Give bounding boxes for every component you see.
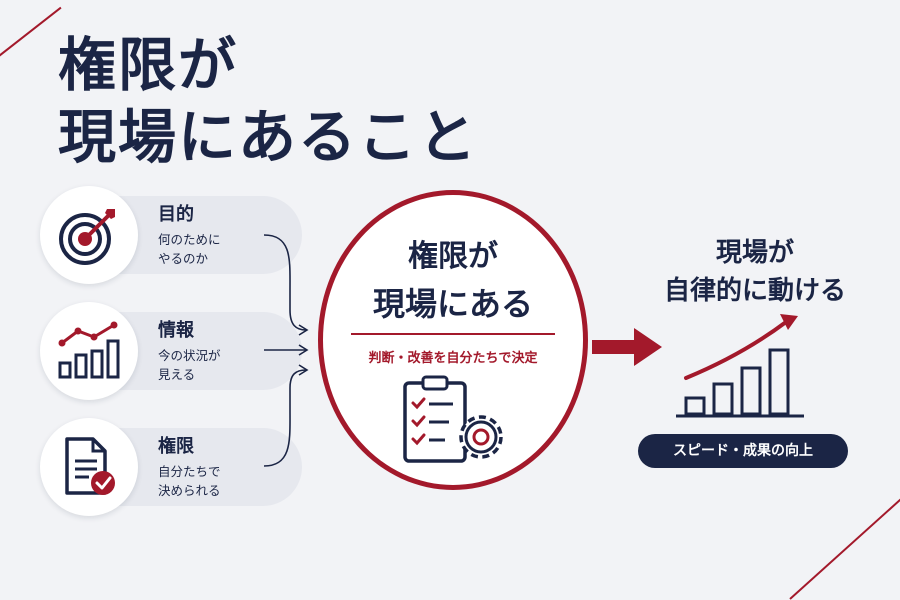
item-description-line1: 何のために (158, 232, 221, 247)
item-icon-circle (40, 302, 138, 400)
connector-arrow-authority (263, 369, 307, 467)
result-arrow-shaft (592, 340, 636, 354)
item-description: 今の状況が 見える (158, 346, 268, 384)
item-description-line1: 今の状況が (158, 348, 221, 363)
center-title-line2: 現場にある (372, 285, 533, 323)
item-icon-circle (40, 186, 138, 284)
item-description: 何のために やるのか (158, 230, 268, 268)
center-title-line1: 権限が (408, 239, 498, 274)
result-title-line2: 自律的に動ける (663, 276, 846, 306)
connector-arrow-purpose (263, 234, 307, 331)
document-check-icon (65, 437, 115, 495)
page-title-line1: 権限が (58, 31, 239, 99)
item-description-line2: 見える (158, 367, 196, 382)
item-title: 情報 (158, 320, 194, 341)
arrowhead-purpose (298, 324, 309, 336)
clipboard-gear-icon (403, 375, 503, 463)
input-item-information: 情報 今の状況が 見える (40, 302, 302, 400)
input-item-authority: 権限 自分たちで 決められる (40, 418, 302, 516)
item-description: 自分たちで 決められる (158, 462, 268, 500)
page-title-line2: 現場にあること (58, 103, 479, 171)
arrowhead-authority (298, 364, 309, 376)
item-title: 権限 (158, 436, 194, 457)
item-description-line1: 自分たちで (158, 464, 221, 479)
bar-line-chart-icon (58, 321, 120, 379)
rising-bar-chart-icon (676, 314, 804, 418)
center-circle: 権限が 現場にある 判断・改善を自分たちで決定 (318, 190, 588, 490)
target-icon (59, 209, 115, 265)
result-badge: スピード・成果の向上 (638, 434, 848, 468)
item-title: 目的 (158, 204, 194, 225)
center-subtitle: 判断・改善を自分たちで決定 (368, 351, 538, 366)
item-icon-circle (40, 418, 138, 516)
result-title-line1: 現場が (715, 238, 794, 268)
item-description-line2: やるのか (158, 251, 209, 266)
arrowhead-info (298, 344, 309, 356)
item-description-line2: 決められる (158, 483, 221, 498)
result-arrowhead (634, 328, 662, 366)
center-divider (351, 333, 555, 335)
